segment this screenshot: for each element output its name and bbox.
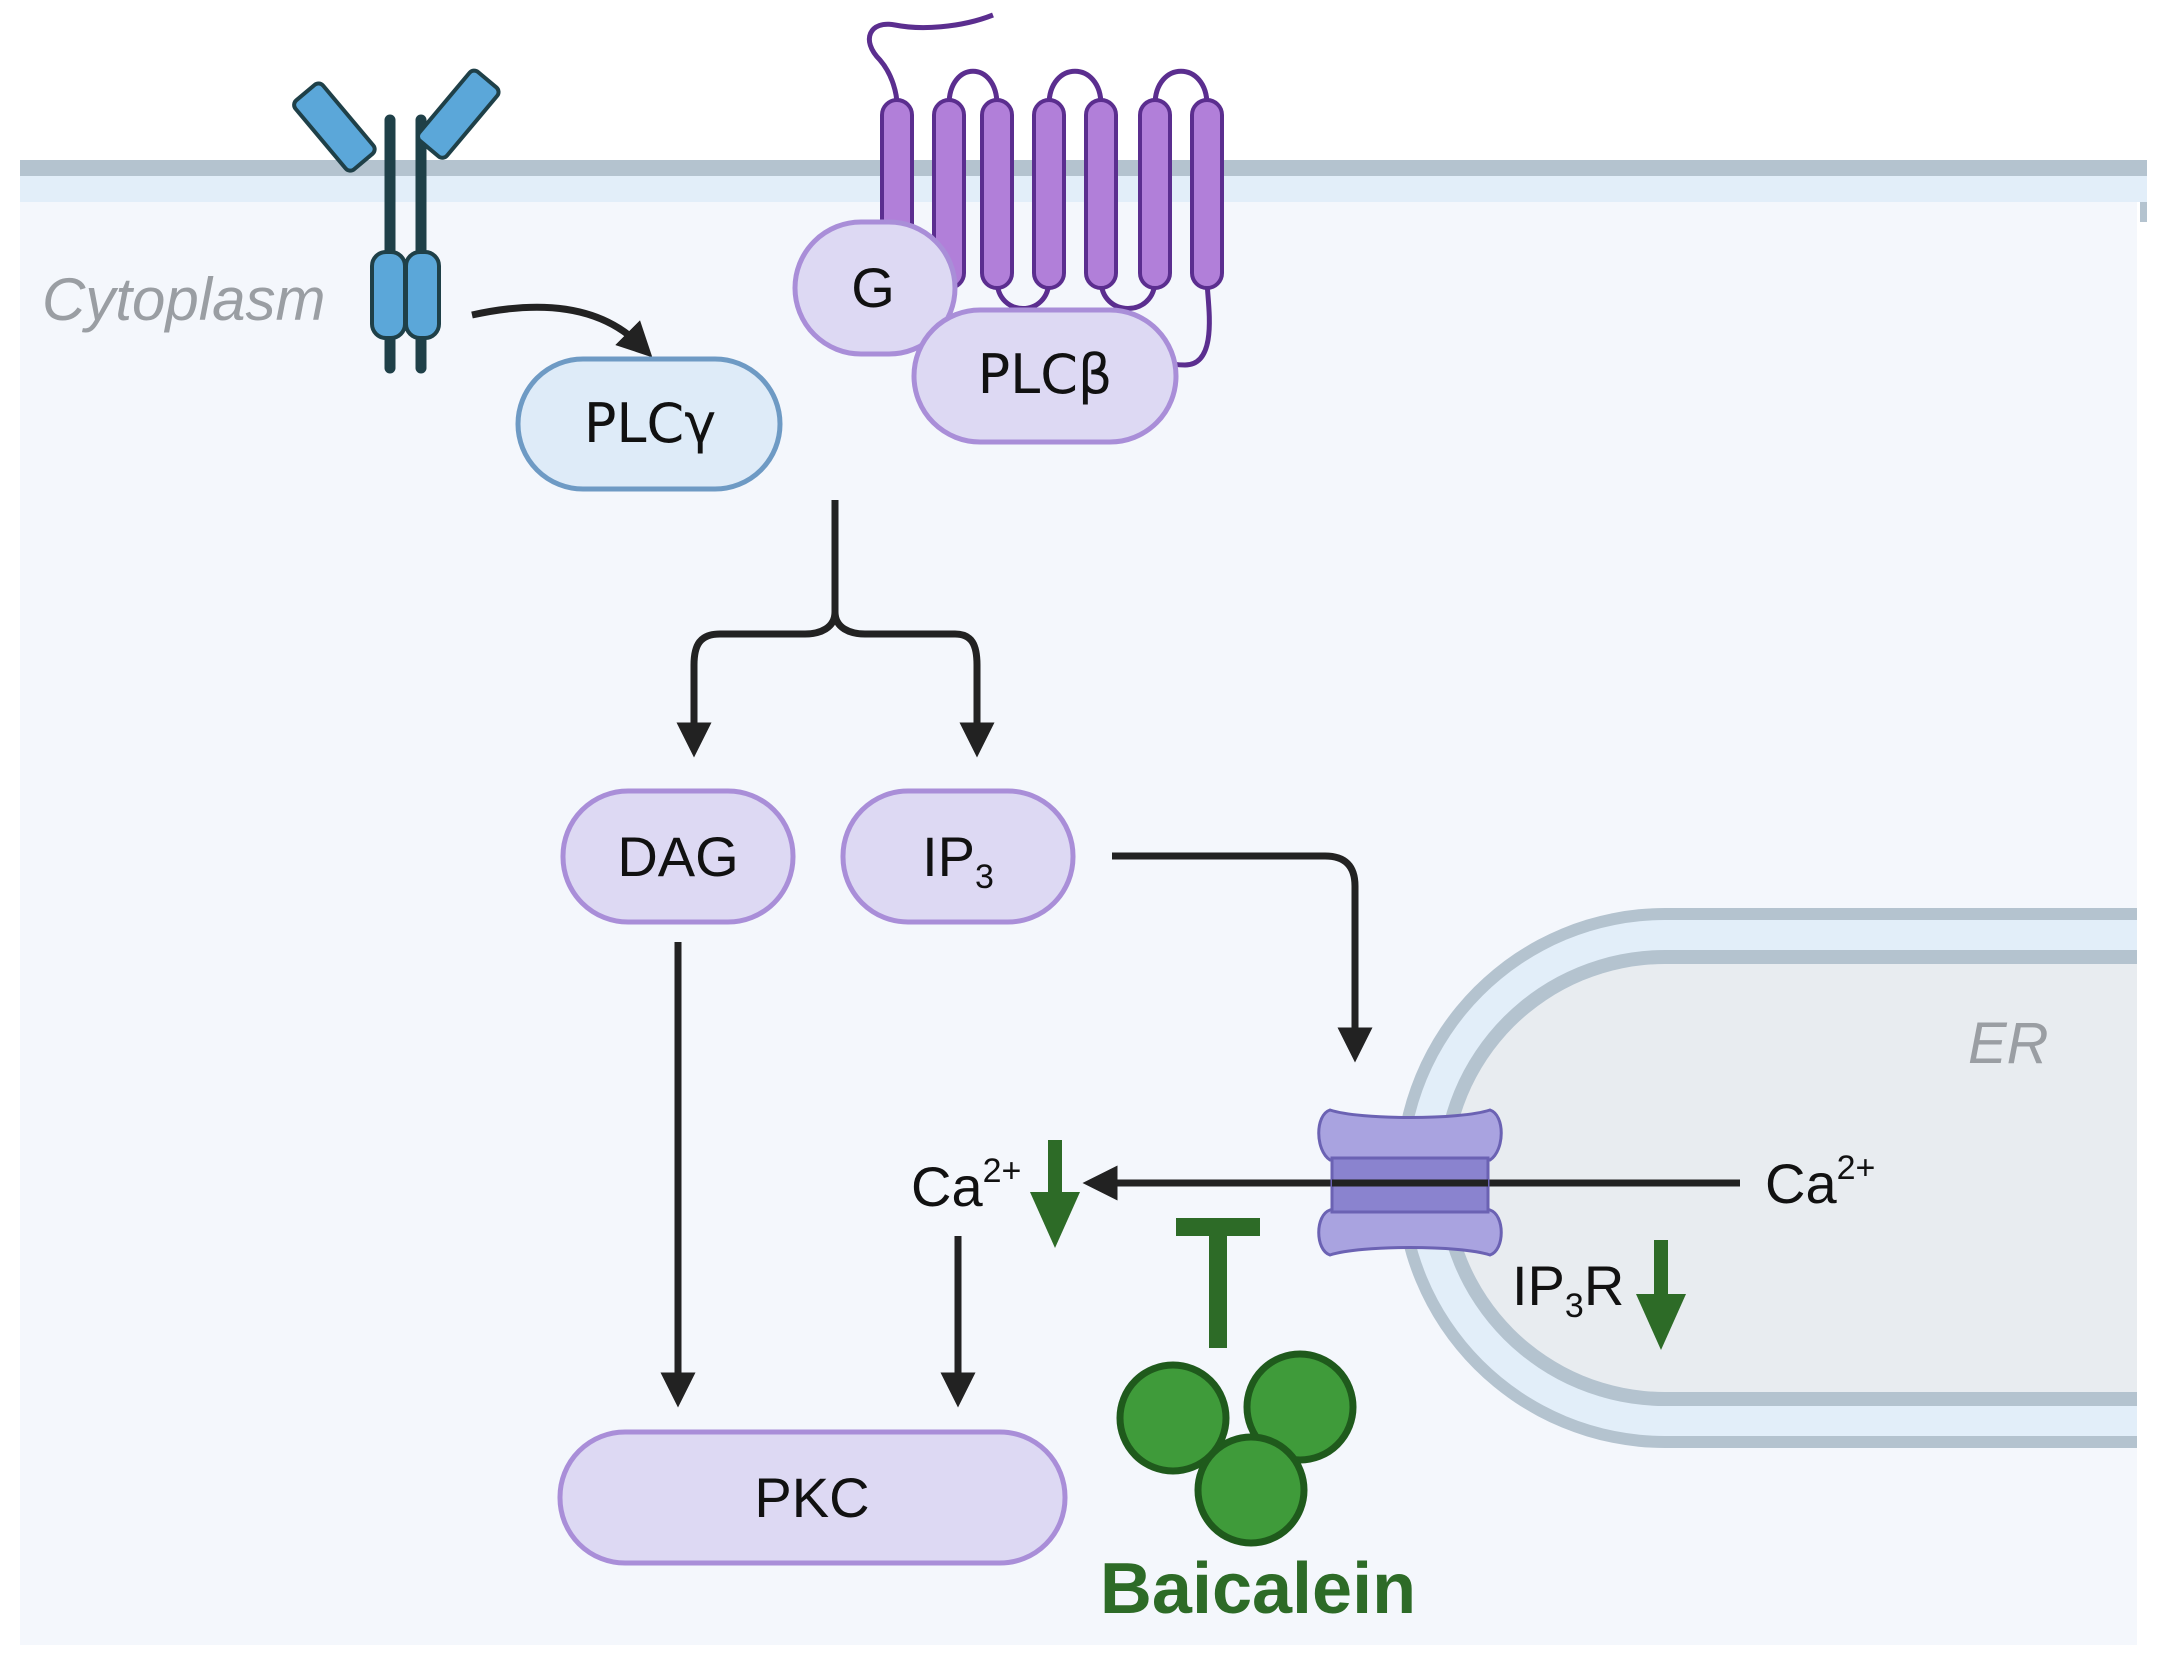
er-calcium-superscript: 2+ — [1837, 1149, 1876, 1187]
dag-node: DAG — [560, 788, 796, 925]
ip3-receptor-channel — [1317, 1108, 1503, 1257]
ip3r-label-base: IP — [1512, 1254, 1565, 1317]
receptor-tyrosine-kinase — [292, 68, 501, 374]
ip3-label-base: IP — [922, 825, 975, 888]
ip3-node: IP3 — [840, 788, 1076, 925]
arrow-ip3-to-channel — [1112, 852, 1373, 1063]
endoplasmic-reticulum — [1395, 908, 2137, 1448]
ip3-label: IP3 — [922, 825, 994, 896]
baicalein-inhibition-bar — [1176, 1218, 1260, 1348]
gpcr-helices — [880, 98, 1224, 290]
baicalein-molecule-icon — [1116, 1350, 1357, 1547]
ip3-label-subscript: 3 — [975, 858, 994, 896]
g-protein-node: G — [792, 219, 958, 357]
ip3r-decrease-arrow — [1636, 1240, 1686, 1350]
dag-label: DAG — [617, 825, 738, 888]
er-label: ER — [1968, 1011, 2049, 1076]
ip3r-label-r: R — [1584, 1254, 1624, 1317]
gpcr-receptor — [866, 12, 1212, 368]
er-calcium-label: Ca2+ — [1765, 1149, 1875, 1215]
plc-gamma-label: PLCγ — [584, 392, 716, 455]
cytoplasm-label: Cytoplasm — [42, 266, 325, 333]
ip3r-label-subscript: 3 — [1565, 1287, 1584, 1325]
arrow-receptor-to-plc-gamma — [471, 303, 653, 358]
er-calcium-base: Ca — [1765, 1152, 1837, 1215]
baicalein-label: Baicalein — [1100, 1549, 1416, 1629]
ip3r-label: IP3R — [1512, 1254, 1624, 1325]
cytosolic-calcium-base: Ca — [911, 1155, 983, 1218]
plc-gamma-node: PLCγ — [515, 356, 783, 492]
calcium-decrease-arrow — [1030, 1140, 1080, 1248]
pkc-node: PKC — [557, 1429, 1068, 1566]
plasma-membrane — [20, 160, 2147, 222]
cytosolic-calcium-label: Ca2+ — [911, 1152, 1021, 1218]
g-protein-label: G — [851, 256, 895, 319]
plc-beta-label: PLCβ — [978, 343, 1113, 406]
cytosolic-calcium-superscript: 2+ — [983, 1152, 1022, 1190]
branch-arrows — [676, 500, 995, 758]
plc-beta-node: PLCβ — [911, 307, 1179, 445]
pkc-label: PKC — [754, 1466, 869, 1529]
